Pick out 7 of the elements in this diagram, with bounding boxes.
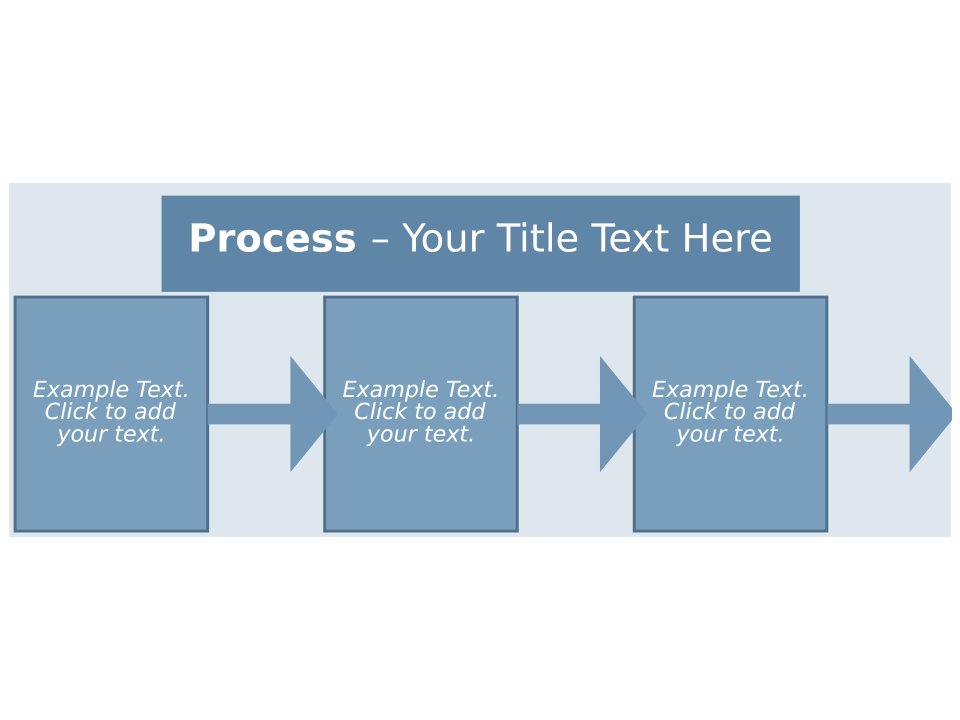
node-box: Example Text. Click to add your text. — [14, 296, 210, 533]
diagram-title: Process – Your Title Text Here — [188, 216, 773, 262]
node-box: Example Text. Click to add your text. — [632, 296, 828, 533]
arrow — [827, 356, 952, 472]
node-box: Example Text. Click to add your text. — [323, 296, 519, 533]
arrow — [208, 356, 338, 472]
arrow — [517, 356, 648, 472]
